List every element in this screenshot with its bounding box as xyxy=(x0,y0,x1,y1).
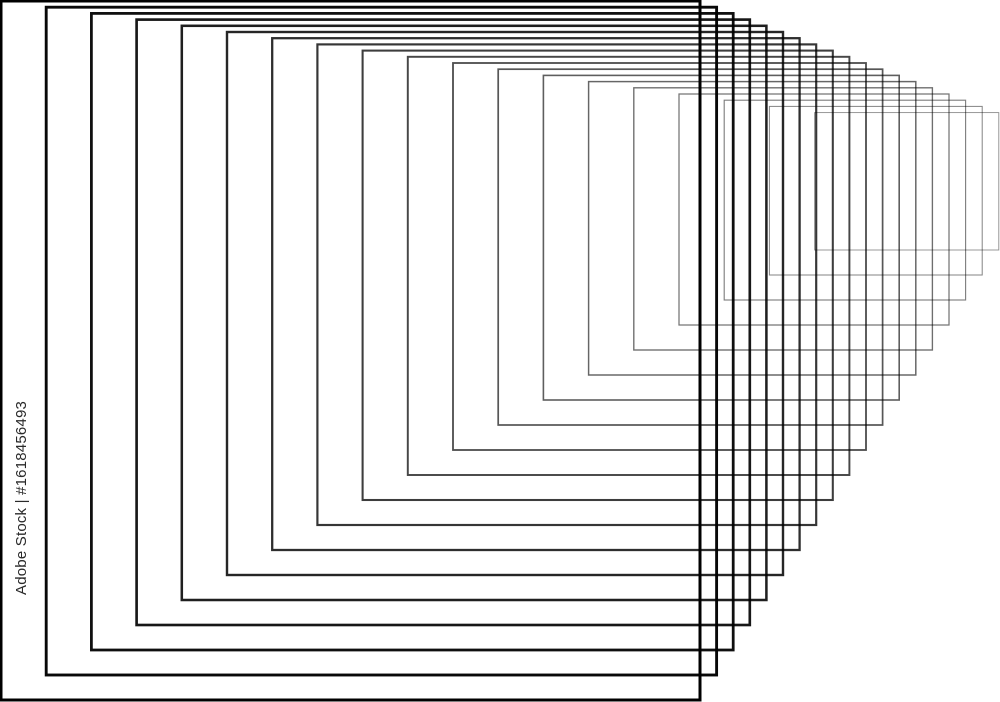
square-outline xyxy=(723,99,967,301)
square-outline xyxy=(316,43,818,527)
square-outline xyxy=(180,24,768,602)
square-outline xyxy=(406,55,851,476)
square-outline xyxy=(361,49,834,502)
square-outline xyxy=(44,5,719,677)
square-outline xyxy=(90,12,735,652)
stock-watermark-label: Adobe Stock | #1618456493 xyxy=(13,400,30,595)
square-outline xyxy=(452,62,867,451)
square-outline xyxy=(497,68,884,426)
square-outline xyxy=(135,18,752,627)
square-outline xyxy=(768,105,983,276)
square-outline xyxy=(814,112,1000,251)
square-outline xyxy=(633,87,934,351)
square-outline xyxy=(587,80,917,376)
square-outline xyxy=(0,0,702,702)
square-outline xyxy=(542,74,901,401)
square-outline xyxy=(271,37,801,552)
square-outline xyxy=(225,30,785,577)
square-outline xyxy=(678,93,950,326)
